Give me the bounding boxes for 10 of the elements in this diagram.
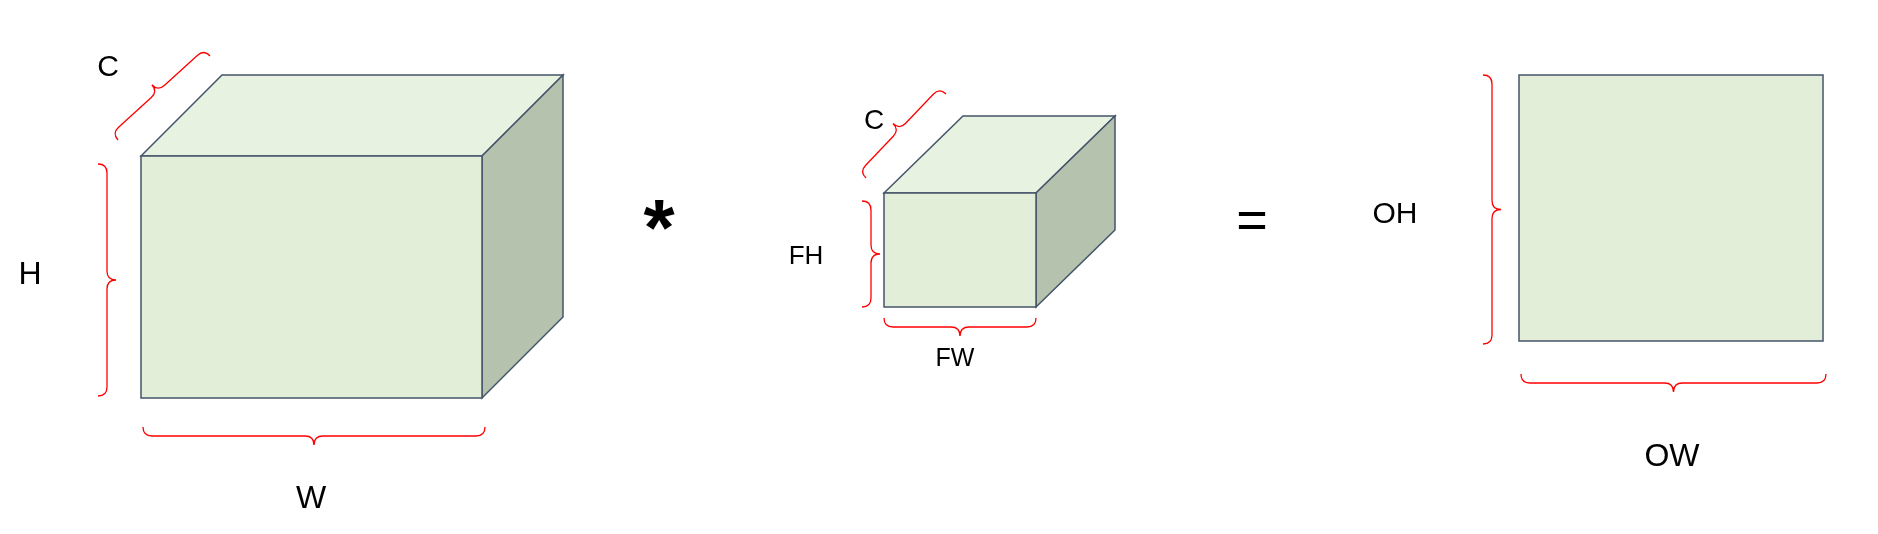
dimension-label: OH: [1372, 198, 1418, 228]
dimension-label: H: [18, 257, 42, 289]
dimension-label: =: [1236, 192, 1268, 246]
dimension-label: W: [295, 481, 327, 513]
dimension-label: FW: [935, 344, 975, 370]
dimension-label: OW: [1644, 439, 1700, 471]
dimension-label: *: [643, 188, 675, 268]
dimension-label: FH: [788, 242, 824, 268]
dimension-label: C: [863, 106, 885, 134]
dimension-label: C: [97, 51, 119, 81]
